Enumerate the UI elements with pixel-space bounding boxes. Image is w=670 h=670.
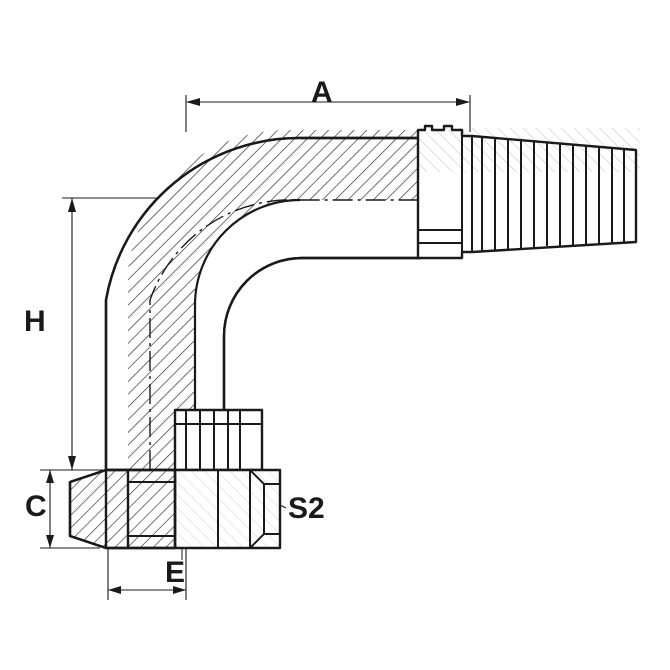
nut-flange-rings — [175, 410, 262, 470]
dim-label-C: C — [25, 490, 47, 523]
dim-a-arrow-left — [186, 98, 200, 106]
dim-c-arrow-top — [46, 470, 54, 483]
nut-flange — [173, 408, 264, 472]
hex-nut-facets — [217, 469, 280, 549]
dim-a-arrow-right — [456, 98, 470, 106]
hex-nut-shading — [175, 470, 280, 548]
dim-label-A: A — [311, 76, 333, 109]
nut-flange-body — [173, 408, 264, 472]
dim-h-arrow-bottom — [68, 456, 76, 470]
dim-e-arrow-right — [173, 586, 186, 594]
dim-e-arrow-left — [108, 586, 121, 594]
elbow-hatching — [128, 129, 420, 471]
dim-label-H: H — [24, 305, 46, 338]
nut-bore-lines — [128, 481, 175, 537]
elbow-inner-bore — [149, 199, 420, 470]
seal-seat-hatching — [70, 470, 175, 548]
elbow-outline-restroke — [104, 136, 420, 470]
dim-h-arrow-top — [68, 198, 76, 212]
dim-label-E: E — [165, 556, 186, 589]
hex-facet-chamfer — [249, 469, 265, 549]
stem-top-hatching — [418, 128, 640, 172]
dim-c-arrow-bottom — [46, 535, 54, 548]
elbow-inner-bore-solid — [193, 198, 301, 470]
dim-label-S2: S2 — [288, 492, 325, 525]
